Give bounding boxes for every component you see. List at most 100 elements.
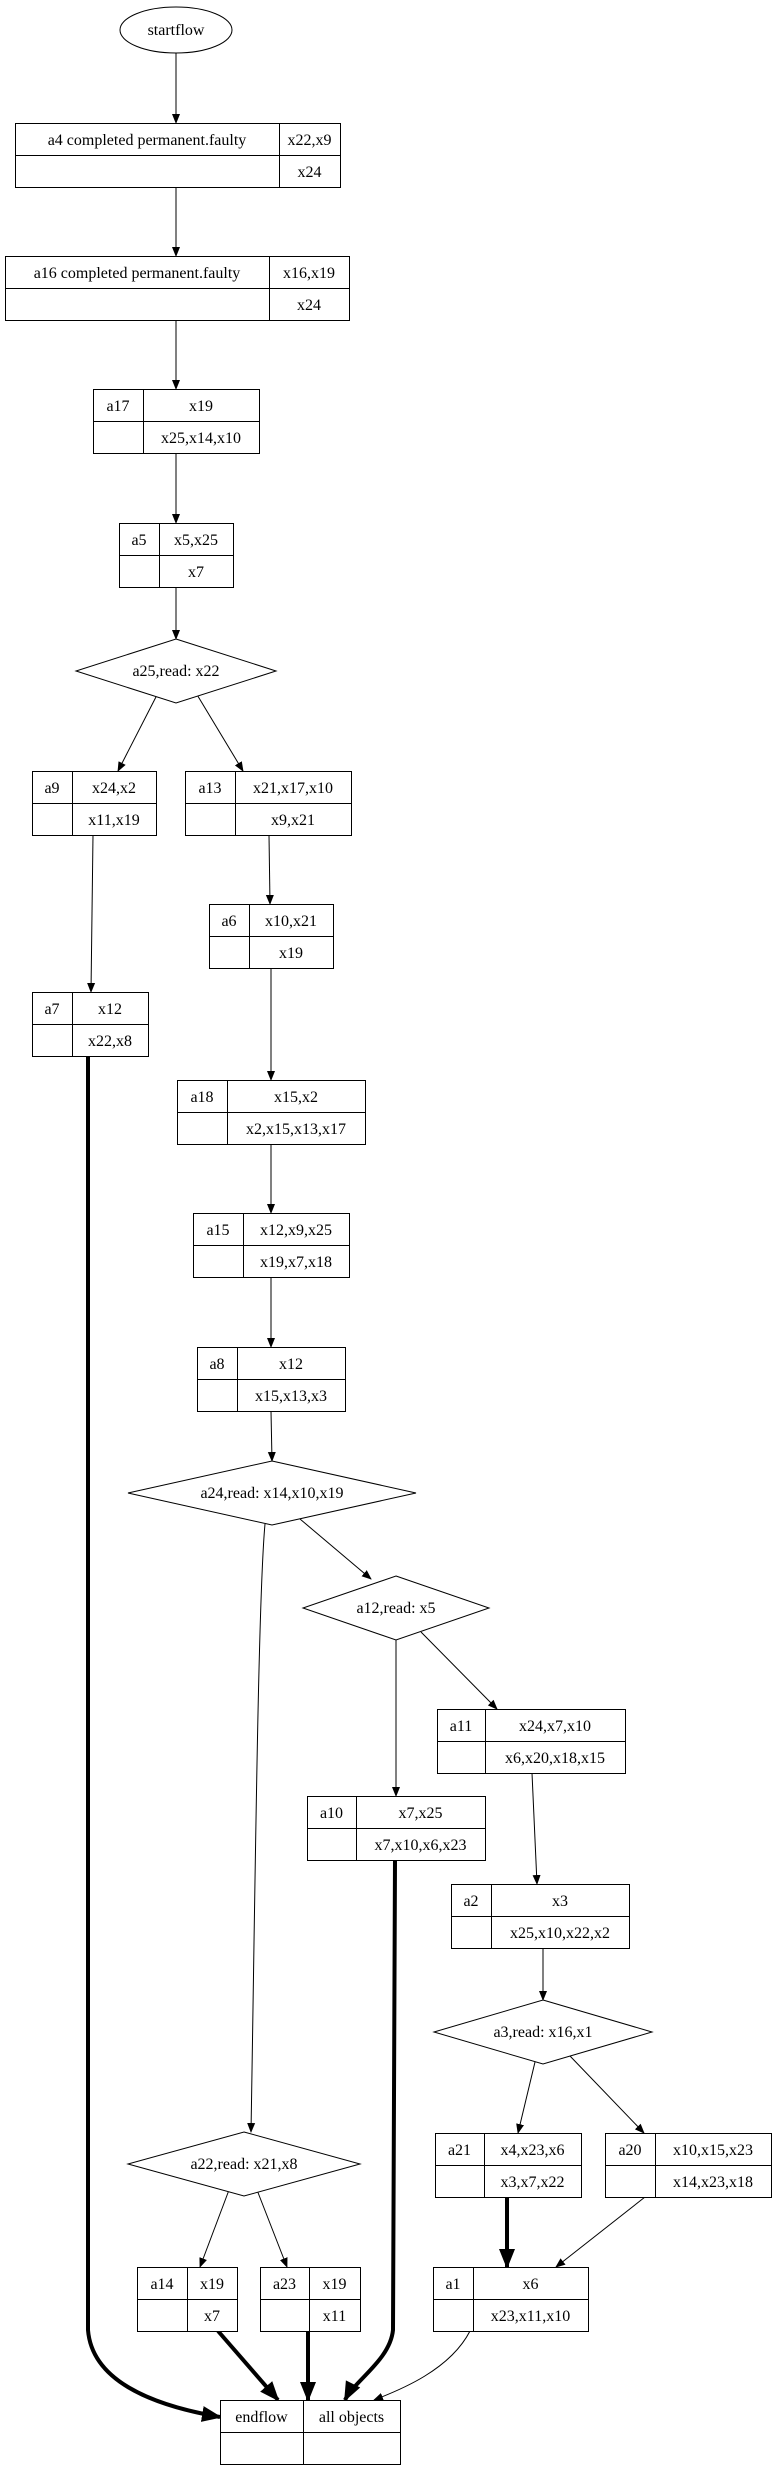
record-bottom-values: x6,x20,x18,x15 (505, 1750, 605, 1767)
record-bottom-values: x22,x8 (88, 1033, 132, 1050)
record-bottom-values: x15,x13,x3 (255, 1388, 327, 1405)
edge-a8-to-a24 (267, 1410, 276, 1462)
node-startflow[interactable]: startflow (119, 6, 233, 54)
edge-a25-to-a9 (117, 692, 159, 772)
start-ellipse (119, 6, 233, 54)
record-bottom-values: x25,x14,x10 (161, 430, 241, 447)
record-top-values: x6 (523, 2276, 539, 2293)
decision-label: a24,read: x14,x10,x19 (200, 1485, 343, 1502)
record-top-values: x19 (200, 2276, 224, 2293)
edge-a13-to-a6 (265, 834, 274, 905)
node-a1[interactable]: a1 x6 x23,x11,x10 (433, 2267, 589, 2332)
edge-a24-to-a22 (247, 1523, 266, 2133)
record-name: a20 (618, 2142, 641, 2159)
node-a11[interactable]: a11 x24,x7,x10 x6,x20,x18,x15 (437, 1709, 626, 1774)
record-top-values: x19 (323, 2276, 347, 2293)
edge-a24-to-a12 (299, 1518, 372, 1580)
record-name: a18 (190, 1089, 213, 1106)
record-name: a16 completed permanent.faulty (34, 265, 241, 282)
record-bottom-values: x7 (204, 2308, 220, 2325)
record-top-values: x24,x2 (92, 780, 136, 797)
record-bottom-values: x25,x10,x22,x2 (510, 1925, 610, 1942)
record-name: a17 (106, 398, 129, 415)
record-name: a5 (131, 532, 146, 549)
edge-a3-to-a21 (516, 2061, 536, 2134)
record-bottom-values: x23,x11,x10 (491, 2308, 570, 2325)
record-name: a9 (44, 780, 59, 797)
edge-a20-to-a1 (555, 2196, 646, 2268)
node-a8[interactable]: a8 x12 x15,x13,x3 (197, 1347, 346, 1412)
record-top-values: x15,x2 (274, 1089, 318, 1106)
record-name: a4 completed permanent.faulty (48, 132, 247, 149)
edge-a1-to-endflow (373, 2330, 471, 2401)
edge-a3-to-a20 (569, 2055, 645, 2134)
record-name: a15 (206, 1222, 229, 1239)
node-a7[interactable]: a7 x12 x22,x8 (32, 992, 149, 1057)
record-name: endflow (235, 2409, 288, 2426)
node-a6[interactable]: a6 x10,x21 x19 (209, 904, 334, 969)
decision-label: a25,read: x22 (132, 663, 219, 680)
record-name: a6 (221, 913, 236, 930)
record-name: a21 (448, 2142, 471, 2159)
node-a12[interactable]: a12,read: x5 (301, 1575, 491, 1641)
record-bottom-values: x9,x21 (271, 812, 315, 829)
record-name: a13 (198, 780, 221, 797)
node-a24[interactable]: a24,read: x14,x10,x19 (127, 1460, 417, 1526)
record-bottom-values: x24 (298, 164, 322, 181)
decision-diamond (74, 638, 278, 704)
edge-a25-to-a13 (195, 692, 244, 772)
record-bottom-values: x14,x23,x18 (673, 2174, 753, 2191)
edges-layer (86, 53, 646, 2422)
record-bottom-values: x24 (297, 297, 321, 314)
record-top-values: all objects (319, 2409, 384, 2426)
edge-a12-to-a11 (420, 1631, 498, 1710)
record-bottom-values: x19 (279, 945, 303, 962)
node-a3[interactable]: a3,read: x16,x1 (432, 1999, 654, 2065)
edge-a22-to-a14 (199, 2189, 230, 2268)
record-top-values: x24,x7,x10 (519, 1718, 591, 1735)
node-a14[interactable]: a14 x19 x7 (137, 2267, 238, 2332)
record-top-values: x10,x15,x23 (673, 2142, 753, 2159)
record-top-values: x10,x21 (265, 913, 317, 930)
record-top-values: x12 (279, 1356, 303, 1373)
record-name: a14 (150, 2276, 173, 2293)
edge-a9-to-a7 (87, 834, 96, 993)
decision-label: a12,read: x5 (356, 1600, 435, 1617)
record-name: a8 (209, 1356, 224, 1373)
record-bottom-values: x3,x7,x22 (501, 2174, 565, 2191)
record-top-values: x3 (552, 1893, 568, 1910)
decision-diamond (432, 1999, 654, 2065)
record-name: a1 (445, 2276, 460, 2293)
record-top-values: x5,x25 (174, 532, 218, 549)
node-endflow[interactable]: endflow all objects (220, 2400, 401, 2465)
record-bottom-values: x19,x7,x18 (260, 1254, 332, 1271)
node-a16[interactable]: a16 completed permanent.faulty x16,x19 x24 (5, 256, 350, 321)
record-top-values: x12 (98, 1001, 122, 1018)
record-top-values: x16,x19 (283, 265, 335, 282)
record-bottom-values: x7,x10,x6,x23 (375, 1837, 467, 1854)
decision-label: a22,read: x21,x8 (190, 2156, 297, 2173)
record-top-values: x7,x25 (399, 1805, 443, 1822)
node-a22[interactable]: a22,read: x21,x8 (126, 2131, 362, 2197)
record-name: a7 (44, 1001, 59, 1018)
edge-a7-to-endflow (86, 1056, 222, 2422)
edge-a14-to-endflow (216, 2329, 280, 2402)
node-a25[interactable]: a25,read: x22 (74, 638, 278, 704)
record-name: a11 (450, 1718, 473, 1735)
node-a20[interactable]: a20 x10,x15,x23 x14,x23,x18 (605, 2133, 772, 2198)
node-label: startflow (148, 22, 205, 39)
edge-a10-to-endflow (343, 1859, 397, 2402)
